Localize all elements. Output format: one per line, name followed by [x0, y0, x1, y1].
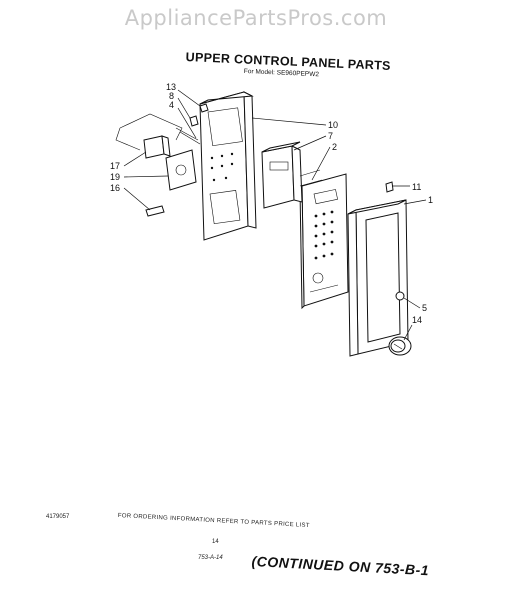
callout-4: 4	[169, 100, 174, 110]
part-8-clip	[189, 115, 199, 127]
part-13-screw	[199, 103, 209, 113]
part-5-nut	[395, 291, 405, 301]
callout-8: 8	[169, 91, 174, 101]
callout-11: 11	[412, 182, 421, 192]
leader-lines	[123, 89, 427, 341]
callout-1: 1	[428, 195, 433, 205]
part-14-knob	[388, 336, 412, 356]
callout-13: 13	[166, 82, 176, 92]
reference-code: 753-A-14	[198, 555, 223, 561]
callout-2: 2	[332, 142, 337, 152]
callout-17: 17	[110, 161, 120, 171]
site-watermark: AppliancePartsPros.com	[124, 6, 388, 30]
callout-7: 7	[328, 131, 333, 141]
document-number: 4179057	[46, 514, 70, 520]
part-16-bracket	[145, 205, 165, 217]
part-2-control-panel	[299, 173, 349, 310]
part-19-mounting-plate	[165, 149, 197, 191]
callout-14: 14	[412, 315, 422, 325]
page-number: 14	[212, 539, 219, 545]
part-17-switch	[143, 135, 171, 159]
callout-16: 16	[110, 183, 120, 193]
part-1-bezel-frame	[347, 199, 409, 357]
callout-10: 10	[328, 120, 338, 130]
panel-support-bracket	[199, 91, 257, 241]
callout-5: 5	[422, 303, 427, 313]
part-4-wire-harness	[115, 113, 201, 151]
part-11-screw	[385, 181, 394, 193]
callout-19: 19	[110, 172, 120, 182]
callout-labels: 13 8 4 17 19 16 10 7 2 11 1 5 14	[110, 82, 433, 325]
